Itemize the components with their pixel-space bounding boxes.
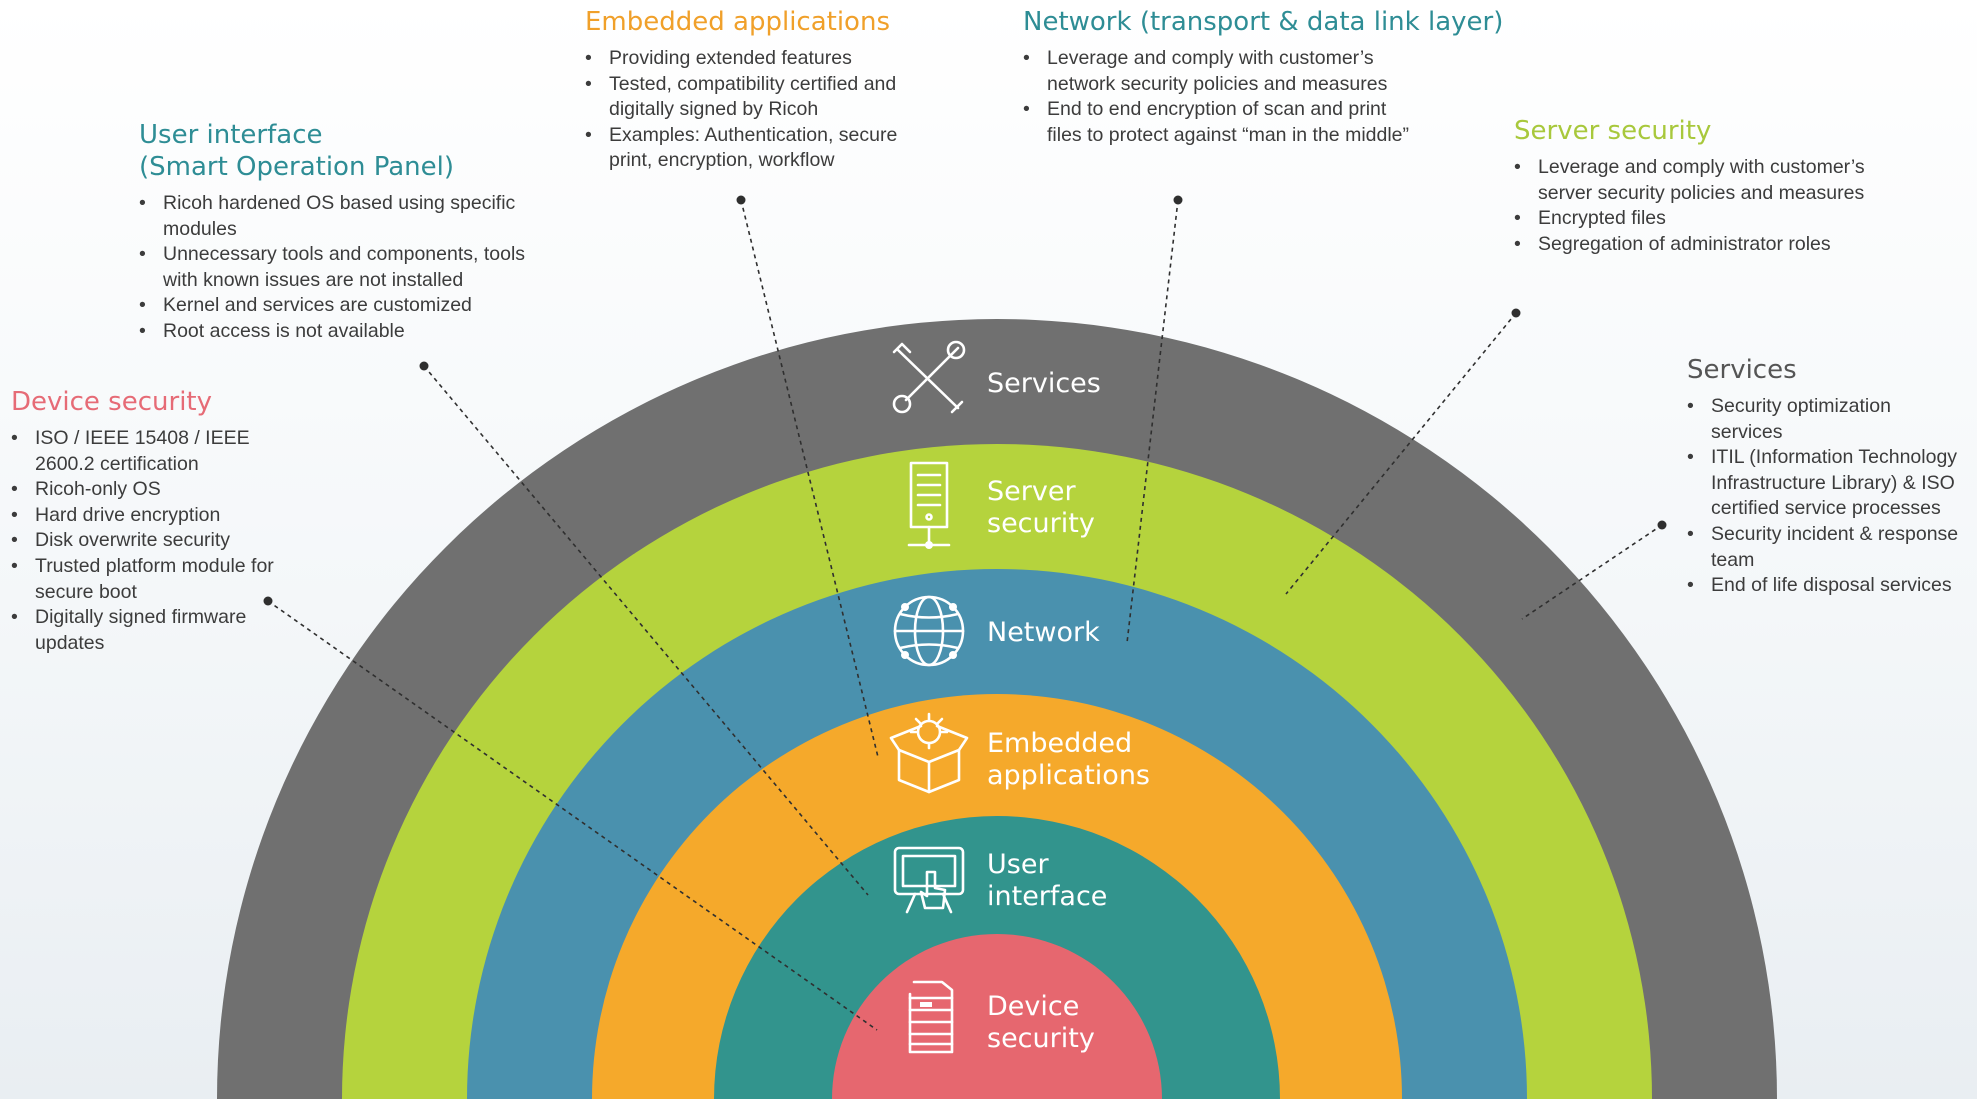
list-item: Digitally signed firmware updates — [11, 605, 275, 656]
list-item: ISO / IEEE 15408 / IEEE 2600.2 certifica… — [11, 426, 275, 477]
connector-user-interface — [423, 365, 869, 896]
callout-list-services: Security optimization services ITIL (Inf… — [1687, 394, 1966, 599]
server-icon — [907, 461, 951, 549]
touch-panel-icon — [893, 846, 965, 914]
callout-list-network: Leverage and comply with customer’s netw… — [1023, 46, 1417, 148]
callout-server-security: Server security Leverage and comply with… — [1514, 115, 1914, 257]
anchor-dot-server-security — [1511, 308, 1521, 318]
list-item: Root access is not available — [139, 319, 553, 345]
callout-title-services: Services — [1687, 355, 1797, 385]
anchor-dot-network — [1173, 195, 1183, 205]
callout-list-embedded-applications: Providing extended features Tested, comp… — [585, 46, 945, 174]
callout-device-security: Device security ISO / IEEE 15408 / IEEE … — [11, 386, 291, 656]
list-item: Ricoh hardened OS based using specific m… — [139, 191, 553, 242]
callout-list-user-interface: Ricoh hardened OS based using specific m… — [139, 191, 553, 345]
list-item: Leverage and comply with customer’s netw… — [1023, 46, 1417, 97]
anchor-dot-embedded-applications — [736, 195, 746, 205]
callout-title-device-security: Device security — [11, 387, 212, 417]
list-item: Trusted platform module for secure boot — [11, 554, 275, 605]
anchor-dot-user-interface — [419, 361, 429, 371]
callout-list-device-security: ISO / IEEE 15408 / IEEE 2600.2 certifica… — [11, 426, 275, 656]
list-item: Hard drive encryption — [11, 503, 275, 529]
list-item: Security incident & response team — [1687, 522, 1966, 573]
callout-title-line: (Smart Operation Panel) — [139, 152, 454, 182]
callout-title-server-security: Server security — [1514, 116, 1712, 146]
callout-network: Network (transport & data link layer) Le… — [1023, 6, 1504, 148]
printer-icon — [908, 980, 954, 1054]
list-item: Encrypted files — [1514, 206, 1868, 232]
layer-rings — [217, 319, 1777, 1099]
list-item: Kernel and services are customized — [139, 293, 553, 319]
ring-label-device-security: Device security — [987, 991, 1095, 1054]
ring-label-network: Network — [987, 617, 1100, 648]
ring-label-services: Services — [987, 368, 1101, 399]
list-item: ITIL (Information Technology Infrastruct… — [1687, 445, 1966, 522]
ring-label-server-security: Server security — [987, 476, 1095, 539]
callout-user-interface: User interface (Smart Operation Panel) R… — [139, 119, 559, 345]
list-item: Leverage and comply with customer’s serv… — [1514, 155, 1868, 206]
connector-lines — [263, 195, 1667, 1031]
callout-embedded-applications: Embedded applications Providing extended… — [585, 6, 945, 174]
callout-title-embedded-applications: Embedded applications — [585, 7, 890, 37]
ring-label-user-interface: User interface — [987, 849, 1107, 912]
anchor-dot-services — [1657, 520, 1667, 530]
list-item: Ricoh-only OS — [11, 477, 275, 503]
list-item: Providing extended features — [585, 46, 945, 72]
list-item: Examples: Authentication, secure print, … — [585, 123, 945, 174]
list-item: Unnecessary tools and components, tools … — [139, 242, 553, 293]
list-item: Disk overwrite security — [11, 528, 275, 554]
callout-services: Services Security optimization services … — [1687, 354, 1972, 599]
callout-title-network: Network (transport & data link layer) — [1023, 7, 1504, 37]
callout-title-line: User interface — [139, 120, 323, 150]
list-item: Segregation of administrator roles — [1514, 232, 1868, 258]
callout-title-user-interface: User interface (Smart Operation Panel) — [139, 119, 559, 183]
list-item: Security optimization services — [1687, 394, 1966, 445]
ring-label-embedded-applications: Embedded applications — [987, 728, 1150, 791]
callout-list-server-security: Leverage and comply with customer’s serv… — [1514, 155, 1868, 257]
globe-icon — [893, 595, 965, 667]
list-item: Tested, compatibility certified and digi… — [585, 72, 945, 123]
list-item: End of life disposal services — [1687, 573, 1966, 599]
list-item: End to end encryption of scan and print … — [1023, 97, 1417, 148]
gear-box-icon — [889, 712, 969, 794]
connector-network — [1126, 199, 1179, 644]
tools-icon — [892, 340, 966, 414]
ring-device-security — [832, 934, 1162, 1099]
